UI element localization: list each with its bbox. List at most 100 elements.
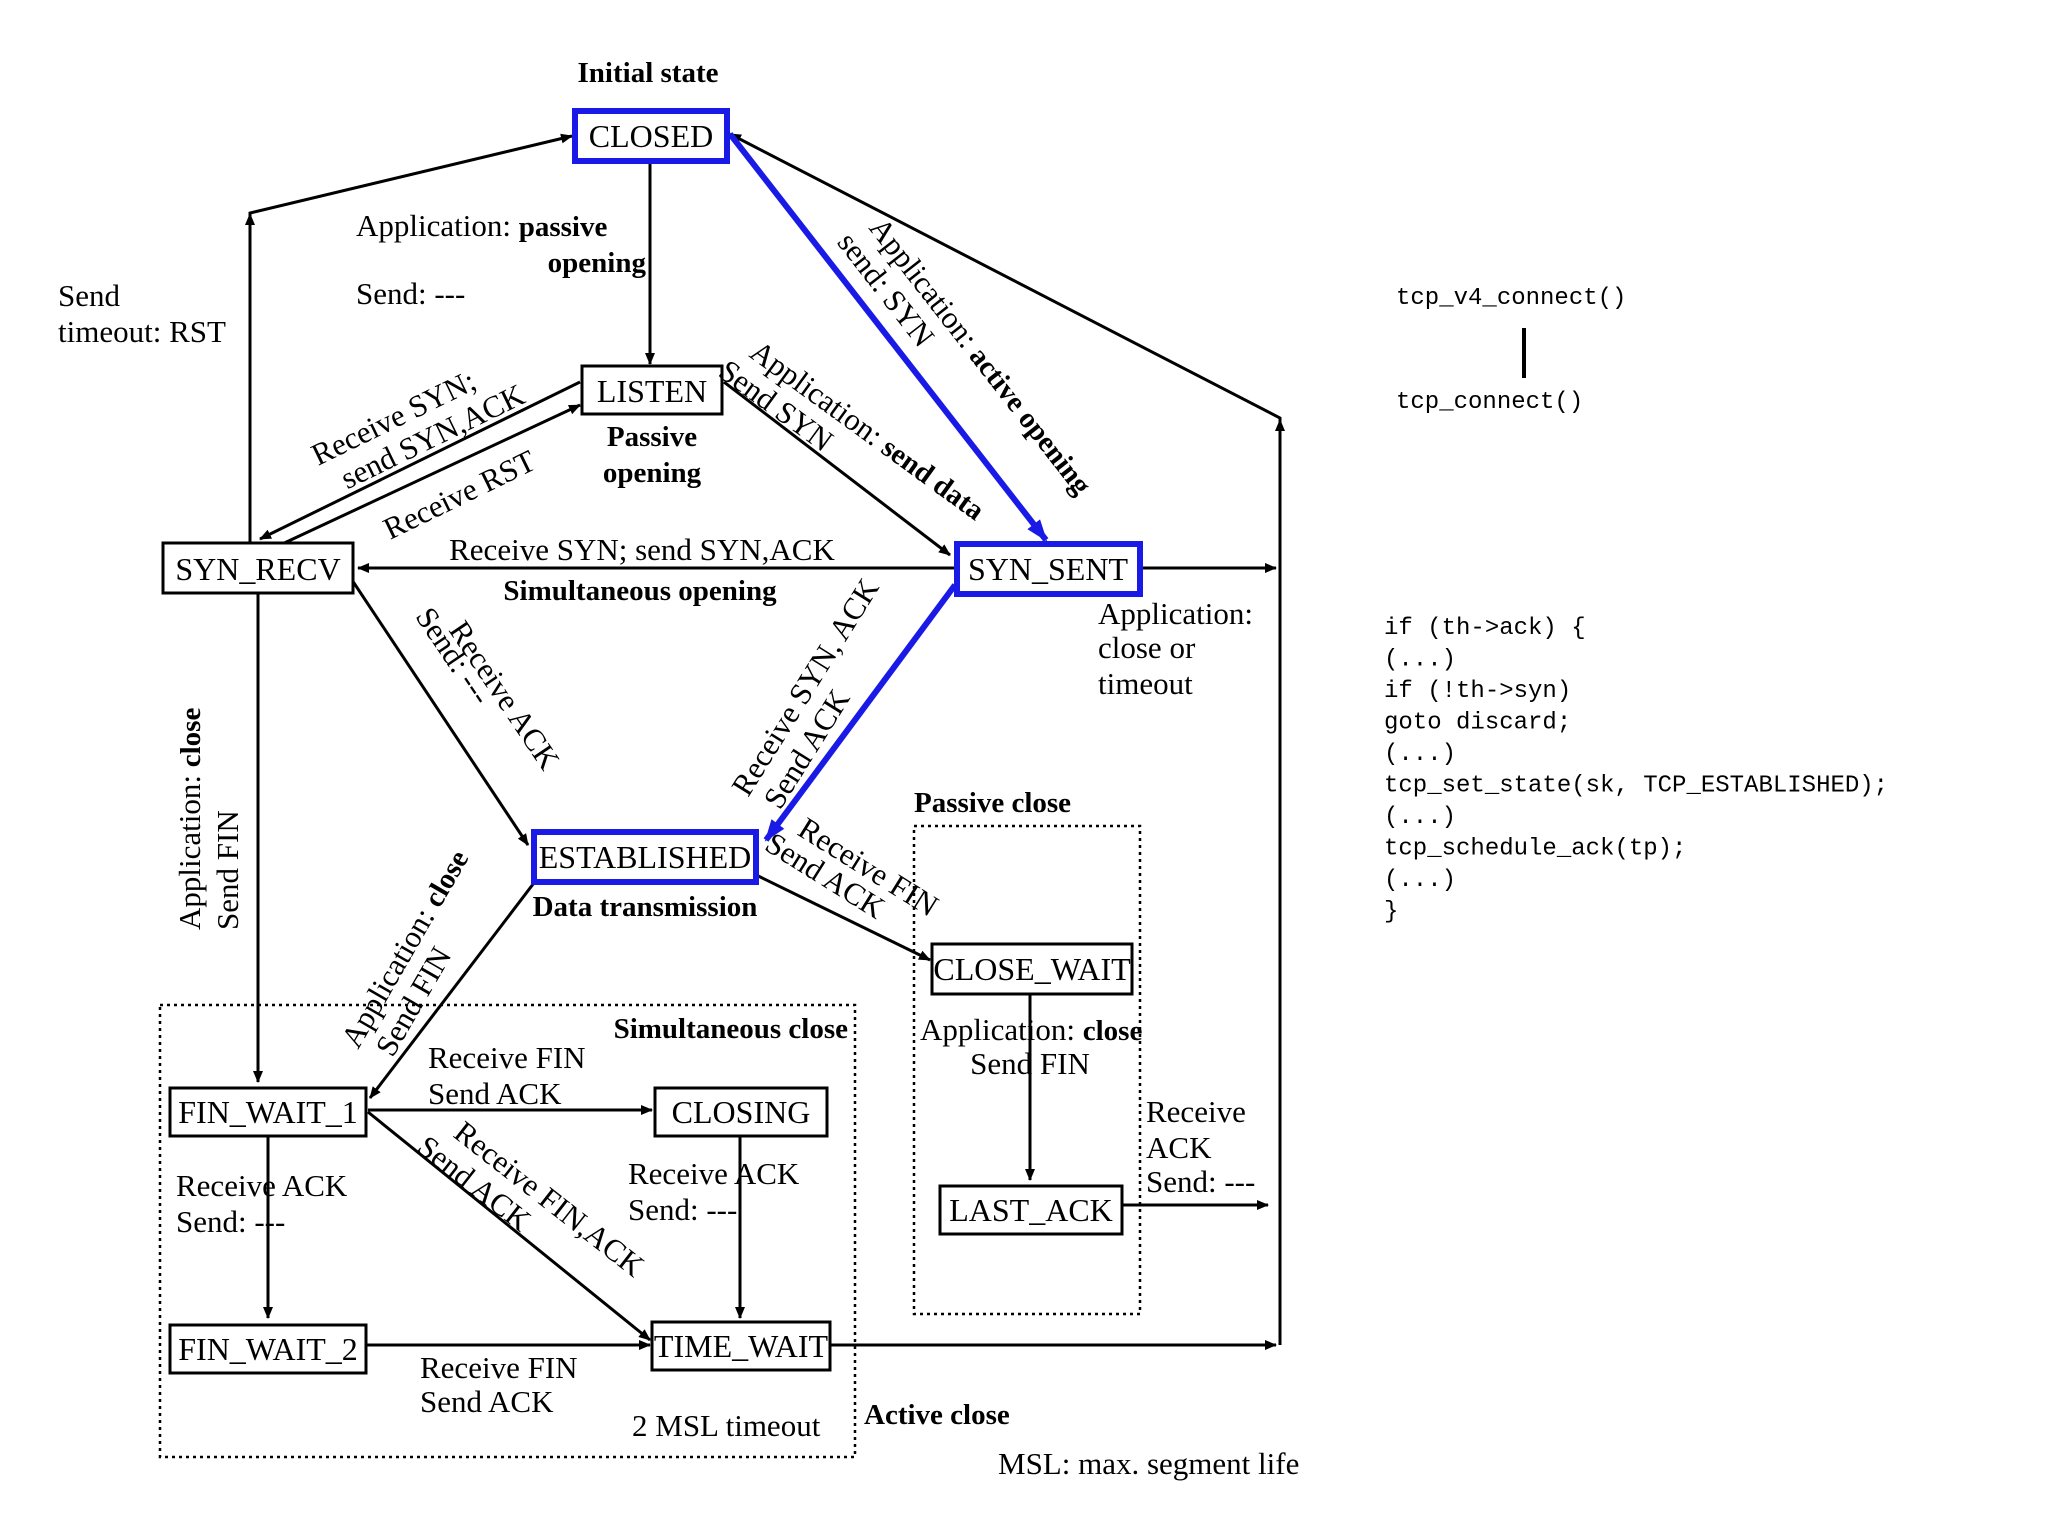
app-close-left-label: Application: close Send FIN [172, 708, 245, 930]
state-closed: CLOSED [572, 108, 730, 164]
svg-text:Simultaneous opening: Simultaneous opening [503, 575, 777, 607]
passive-close-region [912, 824, 1142, 1316]
code-line: goto discard; [1384, 710, 1571, 737]
arrow-synrecv-established [350, 579, 530, 846]
svg-text:Receive ACK: Receive ACK [628, 1156, 800, 1191]
svg-text:tcp_connect(): tcp_connect() [1396, 389, 1583, 416]
code-line: (...) [1384, 741, 1456, 768]
svg-text:FIN_WAIT_1: FIN_WAIT_1 [178, 1094, 358, 1130]
svg-text:FIN_WAIT_2: FIN_WAIT_2 [178, 1331, 358, 1367]
arrow-listen-synrecv [259, 380, 581, 541]
active-close-label: Active close [864, 1399, 1010, 1431]
svg-text:SYN_RECV: SYN_RECV [175, 551, 340, 587]
msl-definition-label: MSL: max. segment life [998, 1446, 1299, 1481]
arrow-established-finwait1 [368, 874, 542, 1099]
svg-text:close or: close or [1098, 630, 1196, 665]
svg-text:Application: close: Application: close [920, 1012, 1142, 1047]
closing-recv-ack-label: Receive ACK Send: --- [628, 1156, 800, 1227]
state-established: ESTABLISHED [531, 829, 759, 885]
state-syn-sent: SYN_SENT [954, 541, 1143, 597]
svg-text:Send ACK: Send ACK [428, 1076, 562, 1111]
svg-text:Send: ---: Send: --- [628, 1192, 737, 1227]
arrow-synrecv-listen [279, 403, 581, 547]
svg-text:Application: close: Application: close [172, 708, 207, 930]
state-close-wait: CLOSE_WAIT [930, 942, 1134, 996]
code-line: (...) [1384, 804, 1456, 831]
code-line: tcp_schedule_ack(tp); [1384, 836, 1686, 863]
svg-text:Receive SYN; send SYN,ACK: Receive SYN; send SYN,ACK [449, 532, 835, 567]
simultaneous-opening-label: Receive SYN; send SYN,ACK Simultaneous o… [449, 532, 835, 607]
svg-text:Send FIN: Send FIN [210, 810, 245, 930]
code-call-chain: tcp_v4_connect() tcp_connect() [1396, 285, 1626, 416]
recv-fin-label: Receive FIN Send ACK [759, 810, 944, 926]
state-last-ack: LAST_ACK [938, 1184, 1124, 1236]
svg-text:timeout: RST: timeout: RST [58, 314, 226, 349]
send-data-label: Application: send data Send SYN [713, 333, 991, 527]
state-closing: CLOSING [653, 1086, 829, 1138]
state-listen: LISTEN [580, 364, 724, 416]
arrow-finwait1-timewait [367, 1110, 651, 1342]
active-open-label: Application: active opening send: SYN [831, 211, 1098, 501]
app-close-cw-label: Application: close Send FIN [920, 1012, 1142, 1081]
svg-text:Send: ---: Send: --- [356, 276, 465, 311]
passive-opening-label: Passive opening [603, 421, 702, 489]
svg-text:Receive ACK: Receive ACK [176, 1168, 348, 1203]
svg-text:Send: Send [58, 278, 121, 313]
state-fin-wait-1: FIN_WAIT_1 [168, 1086, 368, 1138]
svg-text:Receive FIN: Receive FIN [428, 1040, 586, 1075]
svg-text:LISTEN: LISTEN [597, 373, 707, 409]
simultaneous-close-label: Simultaneous close [614, 1013, 849, 1045]
passive-close-label: Passive close [914, 787, 1071, 819]
arrow-synrecv-closed [248, 133, 573, 555]
svg-text:Application: passive: Application: passive [356, 208, 607, 243]
svg-text:Send FIN: Send FIN [970, 1046, 1090, 1081]
svg-text:CLOSING: CLOSING [672, 1094, 811, 1130]
initial-state-label: Initial state [578, 57, 719, 89]
code-line: (...) [1384, 647, 1456, 674]
fw2-recv-fin-label: Receive FIN Send ACK [420, 1350, 578, 1419]
code-line: tcp_set_state(sk, TCP_ESTABLISHED); [1384, 773, 1888, 800]
svg-text:ACK: ACK [1146, 1130, 1212, 1165]
code-snippet: if (th->ack) { (...) if (!th->syn) goto … [1384, 615, 1888, 926]
svg-text:ESTABLISHED: ESTABLISHED [539, 839, 752, 875]
svg-text:Receive FIN: Receive FIN [420, 1350, 578, 1385]
svg-text:Passive: Passive [607, 421, 697, 453]
arrow-established-closewait [749, 870, 931, 962]
msl-timeout-label: 2 MSL timeout [632, 1408, 821, 1443]
data-transmission-label: Data transmission [533, 891, 758, 923]
code-line: if (th->ack) { [1384, 615, 1586, 642]
svg-text:Send ACK: Send ACK [420, 1384, 554, 1419]
state-syn-recv: SYN_RECV [161, 541, 355, 595]
fw1-recv-finack-label: Receive FIN,ACK Send ACK [411, 1114, 652, 1284]
simultaneous-close-region [158, 1003, 857, 1459]
blue-arrow-synsent-established [763, 583, 958, 842]
state-time-wait: TIME_WAIT [650, 1320, 832, 1372]
fw1-recv-ack-label: Receive ACK Send: --- [176, 1168, 348, 1239]
svg-text:SYN_SENT: SYN_SENT [968, 551, 1128, 587]
code-line: if (!th->syn) [1384, 678, 1571, 705]
arrow-right-closed [729, 132, 1282, 1345]
svg-text:Application:: Application: [1098, 596, 1253, 631]
svg-text:Send: ---: Send: --- [176, 1204, 285, 1239]
state-fin-wait-2: FIN_WAIT_2 [168, 1323, 368, 1375]
close-timeout-label: Application: close or timeout [1098, 596, 1253, 701]
svg-text:Send: ---: Send: --- [1146, 1164, 1255, 1199]
svg-text:Receive: Receive [1146, 1094, 1246, 1129]
blue-arrow-closed-synsent [727, 132, 1049, 542]
code-line: (...) [1384, 867, 1456, 894]
passive-open-label: Application: passive opening Send: --- [356, 208, 646, 311]
recv-ack-label: Receive ACK Send: --- [409, 601, 568, 777]
svg-text:TIME_WAIT: TIME_WAIT [654, 1328, 829, 1364]
svg-text:LAST_ACK: LAST_ACK [949, 1192, 1113, 1228]
recv-synack-label: Receive SYN, ACK Send ACK [724, 572, 886, 815]
svg-text:opening: opening [548, 247, 647, 279]
send-timeout-label: Send timeout: RST [58, 278, 226, 349]
code-line: } [1384, 899, 1398, 926]
la-recv-ack-label: Receive ACK Send: --- [1146, 1094, 1255, 1199]
svg-text:CLOSE_WAIT: CLOSE_WAIT [933, 951, 1131, 987]
svg-text:CLOSED: CLOSED [589, 118, 713, 154]
fw1-recv-fin-label: Receive FIN Send ACK [428, 1040, 586, 1111]
svg-text:tcp_v4_connect(): tcp_v4_connect() [1396, 285, 1626, 312]
arrow-listen-synsent [723, 380, 951, 557]
